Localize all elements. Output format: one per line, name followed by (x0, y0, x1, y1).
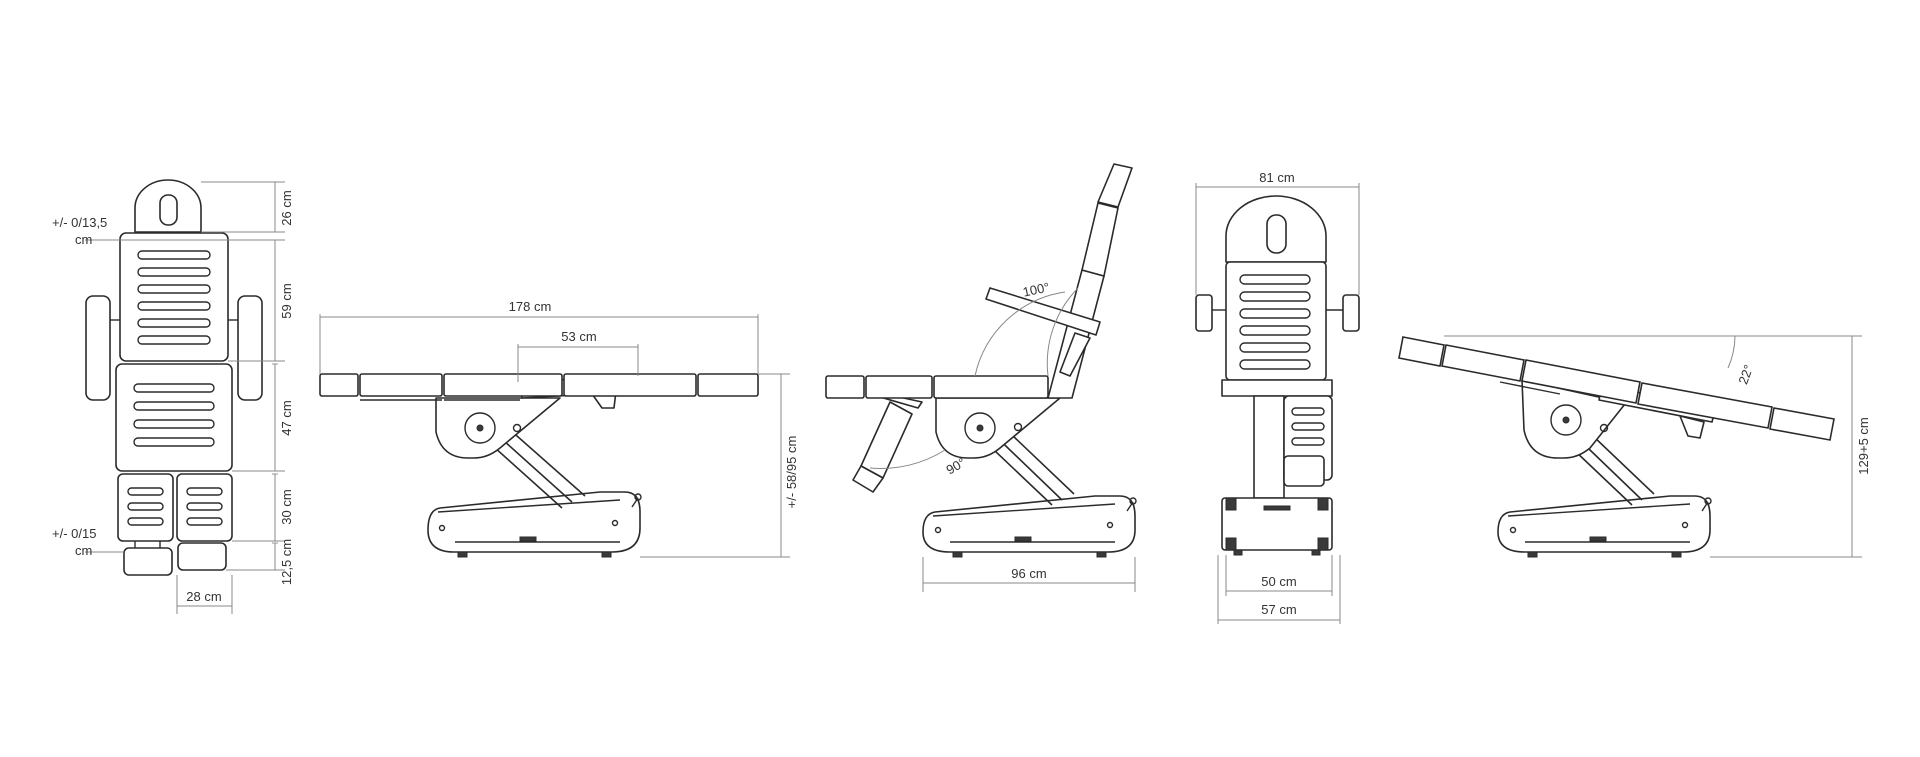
flat-armrest-length-label: 53 cm (561, 329, 596, 344)
tilt-base (1497, 495, 1712, 558)
chair-side-view: 100° 90° 96 cm (825, 163, 1137, 592)
top-headrest-height-label: 26 cm (279, 190, 294, 225)
top-backrest (119, 232, 229, 362)
flat-dimensions (319, 314, 790, 558)
top-leg-right (176, 473, 233, 542)
top-leg-ribs (127, 487, 223, 526)
chair-dimensions (869, 287, 1136, 592)
top-footrest-right (177, 542, 227, 571)
top-backrest-ribs (137, 250, 211, 345)
front-total-width-label: 81 cm (1259, 170, 1294, 185)
chair-leg-section (852, 401, 913, 493)
front-dimensions (1195, 183, 1360, 624)
top-footrest-left (123, 547, 173, 576)
top-armrest-left (85, 295, 111, 401)
front-base (1221, 497, 1333, 551)
top-backrest-length-label: 59 cm (279, 283, 294, 318)
flat-side-view: 178 cm 53 cm +/- 58/95 cm (319, 299, 799, 558)
chair-seat (825, 375, 1049, 399)
front-view: 81 cm 50 cm 57 cm (1195, 170, 1360, 624)
tilted-side-view: 22° 129+5 cm (1398, 335, 1871, 558)
tilt-dimensions (1444, 335, 1862, 558)
flat-chassis (435, 397, 561, 459)
front-backrest-ribs (1239, 274, 1311, 370)
chair-chassis (935, 397, 1061, 459)
top-armrest-right (237, 295, 263, 401)
top-seat-ribs (133, 383, 215, 447)
flat-table (319, 373, 759, 401)
front-armrest-left (1195, 294, 1213, 332)
front-headrest-slot (1266, 214, 1287, 254)
top-headrest-adjust-unit: cm (75, 232, 92, 247)
chair-base (922, 495, 1137, 558)
flat-base (427, 491, 642, 558)
tilt-table (1398, 336, 1835, 441)
flat-total-length-label: 178 cm (509, 299, 552, 314)
top-leg-left (117, 473, 174, 542)
top-foot-adjust-label: +/- 0/15 (52, 526, 96, 541)
chair-backrest (1047, 163, 1133, 399)
front-base-outer-label: 57 cm (1261, 602, 1296, 617)
top-dimensions (85, 181, 285, 614)
tilt-height-label: 129+5 cm (1856, 417, 1871, 474)
top-footrest-length-label: 12,5 cm (279, 539, 294, 585)
top-headrest-slot (159, 194, 178, 226)
top-headrest-adjust-label: +/- 0/13,5 (52, 215, 107, 230)
top-leg-width-label: 28 cm (186, 589, 221, 604)
chair-backrest-angle-label: 100° (1021, 279, 1050, 299)
flat-height-range-label: +/- 58/95 cm (784, 436, 799, 509)
top-view: 26 cm +/- 0/13,5 cm 59 cm 47 cm 30 cm +/… (52, 179, 294, 614)
tilt-angle-label: 22° (1735, 363, 1756, 387)
front-base-inner-label: 50 cm (1261, 574, 1296, 589)
chair-armrest (985, 287, 1101, 336)
top-leg-length-label: 30 cm (279, 489, 294, 524)
top-seat-length-label: 47 cm (279, 400, 294, 435)
chair-base-length-label: 96 cm (1011, 566, 1046, 581)
top-foot-adjust-unit: cm (75, 543, 92, 558)
front-armrest-right (1342, 294, 1360, 332)
top-seat (115, 363, 233, 472)
front-column (1253, 395, 1285, 499)
front-leg-ribs (1291, 407, 1325, 446)
